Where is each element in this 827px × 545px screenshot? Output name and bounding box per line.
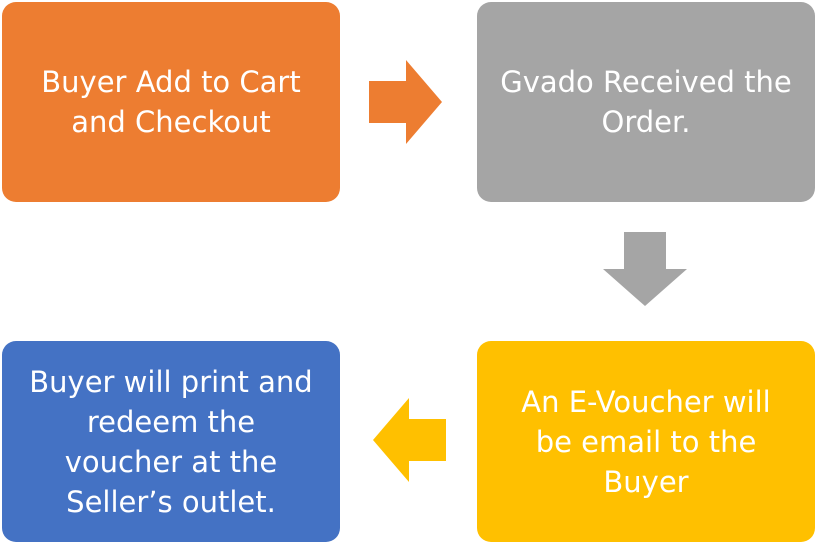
step-add-to-cart: Buyer Add to Cart and Checkout: [2, 2, 340, 202]
step-order-received-label: Gvado Received the Order.: [500, 65, 792, 139]
step-e-voucher-email-label: An E-Voucher will be email to the Buyer: [521, 384, 771, 499]
arrow-right-icon: [369, 60, 442, 144]
step-e-voucher-email: An E-Voucher will be email to the Buyer: [477, 341, 815, 542]
step-redeem-voucher: Buyer will print and redeem the voucher …: [2, 341, 340, 542]
step-order-received: Gvado Received the Order.: [477, 2, 815, 202]
arrow-left-icon: [373, 398, 446, 482]
arrow-down-icon: [603, 232, 687, 306]
step-add-to-cart-label: Buyer Add to Cart and Checkout: [41, 65, 301, 139]
step-redeem-voucher-label: Buyer will print and redeem the voucher …: [29, 364, 313, 519]
